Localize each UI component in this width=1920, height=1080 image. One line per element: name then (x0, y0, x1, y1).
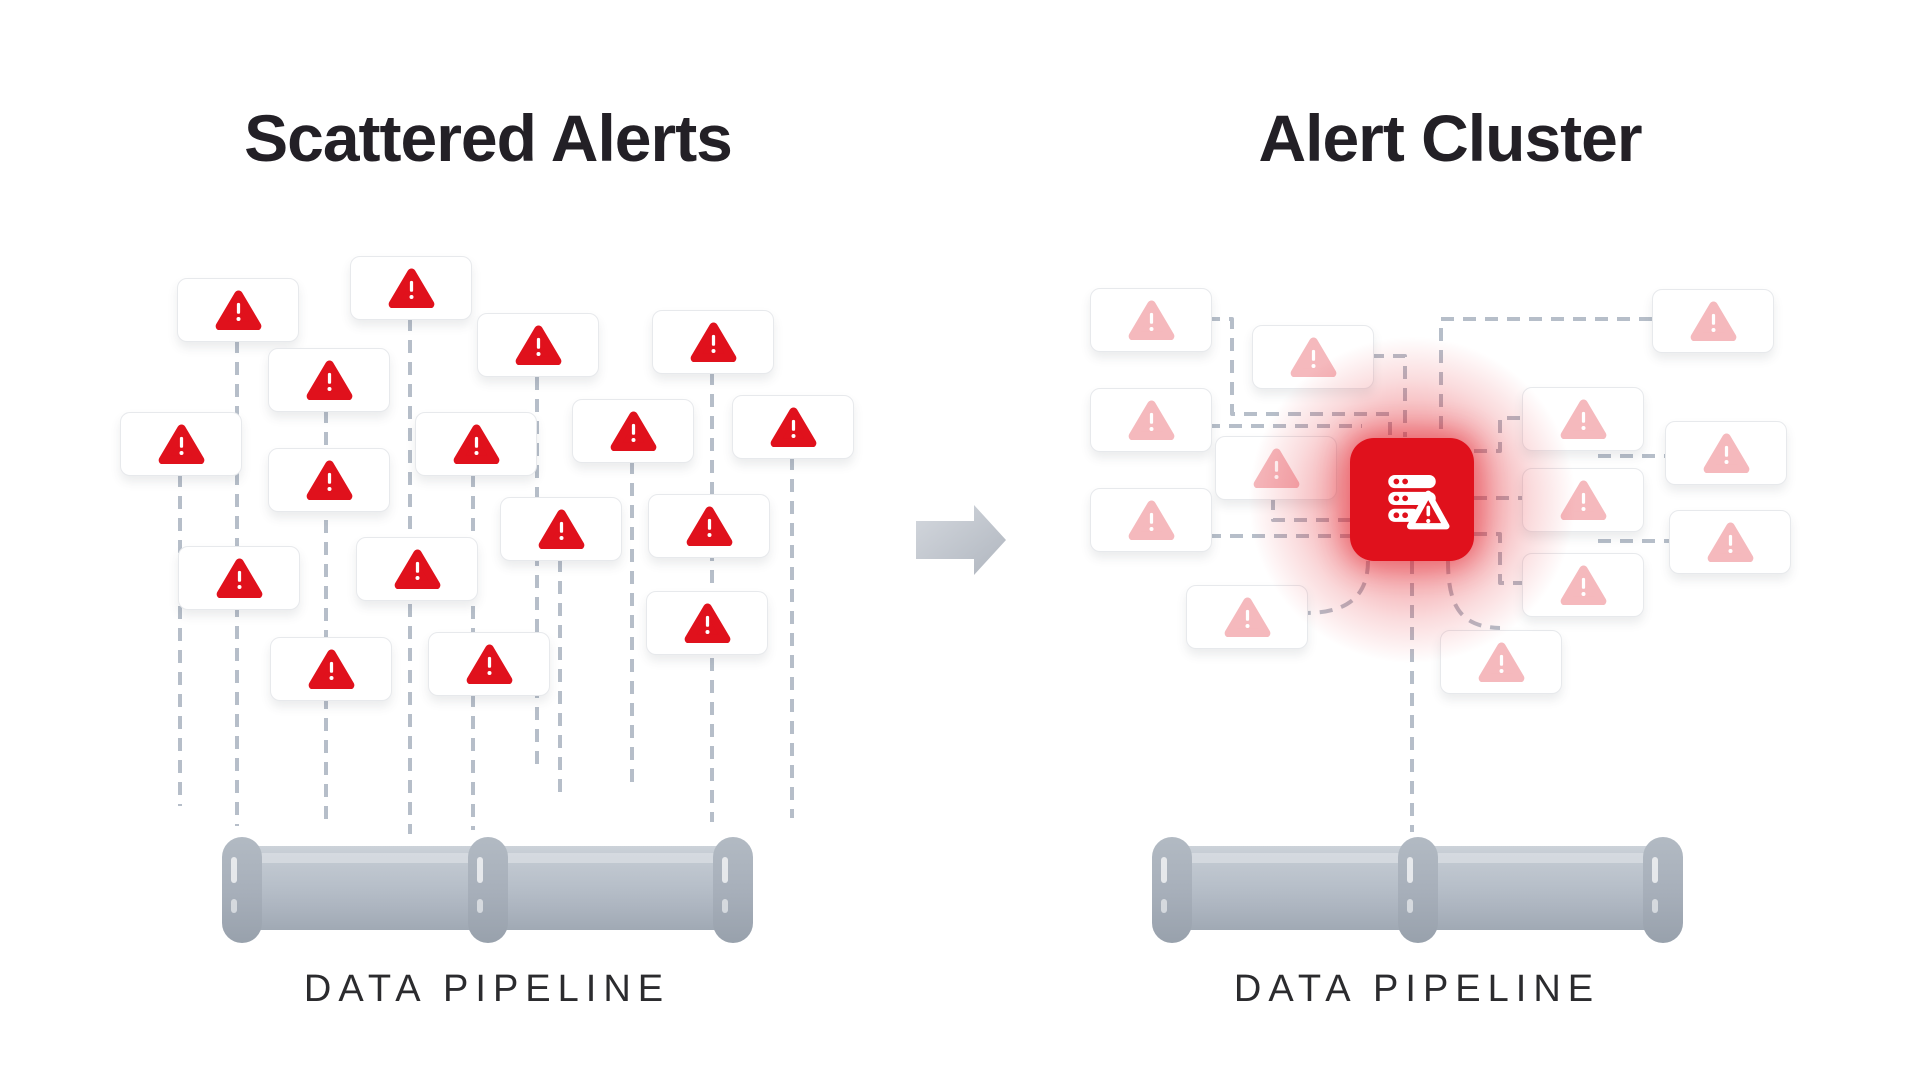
warning-triangle-icon (306, 360, 352, 400)
pipe-cap-right (713, 837, 753, 943)
dashed-connector (1305, 560, 1370, 615)
warning-triangle-icon (1128, 500, 1174, 540)
cap-shine (1161, 857, 1167, 883)
alert-card (120, 412, 242, 476)
warning-triangle-icon (216, 558, 262, 598)
warning-triangle-icon (515, 325, 561, 365)
alert-card (646, 591, 768, 655)
pipeline-label-left: DATA PIPELINE (303, 968, 671, 1010)
pipe-cap-left (1152, 837, 1192, 943)
alert-card (268, 448, 390, 512)
pipe-coupling (1397, 837, 1438, 943)
server-alert-icon (1388, 474, 1450, 529)
alert-card (1522, 553, 1644, 617)
warning-triangle-icon (610, 411, 656, 451)
warning-triangle-icon (394, 549, 440, 589)
alert-card (1665, 421, 1787, 485)
alert-cluster-icon (1350, 438, 1474, 561)
dashed-connector (1207, 317, 1392, 437)
warning-triangle-icon (1253, 448, 1299, 488)
warning-triangle-icon (1560, 480, 1606, 520)
warning-triangle-icon (538, 509, 584, 549)
warning-triangle-icon (215, 290, 261, 330)
alert-card (572, 399, 694, 463)
pipe-coupling (467, 837, 508, 943)
cap-shine (231, 899, 237, 913)
dashed-connector (1474, 416, 1522, 453)
alert-card (177, 278, 299, 342)
dashed-connector (1474, 532, 1522, 585)
alert-card (428, 632, 550, 696)
warning-triangle-icon (1224, 597, 1270, 637)
cap-shine (1406, 857, 1413, 883)
pipeline-label-right: DATA PIPELINE (1233, 968, 1601, 1010)
warning-triangle-icon (1560, 565, 1606, 605)
warning-triangle-icon (1128, 300, 1174, 340)
cap-shine (231, 857, 237, 883)
alert-card (500, 497, 622, 561)
alert-card (1090, 288, 1212, 352)
pipe-cap-left (222, 837, 262, 943)
warning-triangle-icon (388, 268, 434, 308)
data-pipeline-left (222, 837, 753, 943)
alert-card (1252, 325, 1374, 389)
right-panel-title: Alert Cluster (1258, 101, 1642, 175)
alert-card (1652, 289, 1774, 353)
cap-shine (722, 857, 728, 883)
alert-card (268, 348, 390, 412)
warning-triangle-icon (690, 322, 736, 362)
alert-card (1215, 436, 1337, 500)
alert-card (1090, 488, 1212, 552)
alert-card (1669, 510, 1791, 574)
pipe-cap-right (1643, 837, 1683, 943)
warning-triangle-icon (1128, 400, 1174, 440)
cap-shine (722, 899, 728, 913)
warning-triangle-icon (158, 424, 204, 464)
warning-triangle-icon (466, 644, 512, 684)
dashed-connector (1446, 560, 1501, 630)
alert-card (1522, 468, 1644, 532)
alert-card (1090, 388, 1212, 452)
cap-shine (1652, 857, 1658, 883)
data-pipeline-right (1152, 837, 1683, 943)
alert-card (732, 395, 854, 459)
warning-triangle-icon (684, 603, 730, 643)
warning-triangle-icon (1703, 433, 1749, 473)
alert-card (1186, 585, 1308, 649)
alert-card (1522, 387, 1644, 451)
warning-triangle-icon (1478, 642, 1524, 682)
alert-card (350, 256, 472, 320)
warning-triangle-icon (1560, 399, 1606, 439)
alert-card (1440, 630, 1562, 694)
alert-card (648, 494, 770, 558)
alert-card (270, 637, 392, 701)
alert-card (415, 412, 537, 476)
alert-card (356, 537, 478, 601)
warning-triangle-icon (1290, 337, 1336, 377)
alert-card (477, 313, 599, 377)
warning-triangle-icon (453, 424, 499, 464)
warning-triangle-icon (308, 649, 354, 689)
left-panel-title: Scattered Alerts (244, 101, 733, 175)
cap-shine (1406, 899, 1413, 913)
warning-triangle-icon (770, 407, 816, 447)
cap-shine (1161, 899, 1167, 913)
right-arrow-icon (916, 505, 1006, 575)
alert-card (652, 310, 774, 374)
warning-triangle-icon (306, 460, 352, 500)
warning-triangle-icon (1690, 301, 1736, 341)
warning-triangle-icon (1707, 522, 1753, 562)
cap-shine (476, 857, 483, 883)
cap-shine (476, 899, 483, 913)
dashed-connector (1271, 497, 1352, 522)
alert-card (178, 546, 300, 610)
cap-shine (1652, 899, 1658, 913)
warning-triangle-icon (686, 506, 732, 546)
